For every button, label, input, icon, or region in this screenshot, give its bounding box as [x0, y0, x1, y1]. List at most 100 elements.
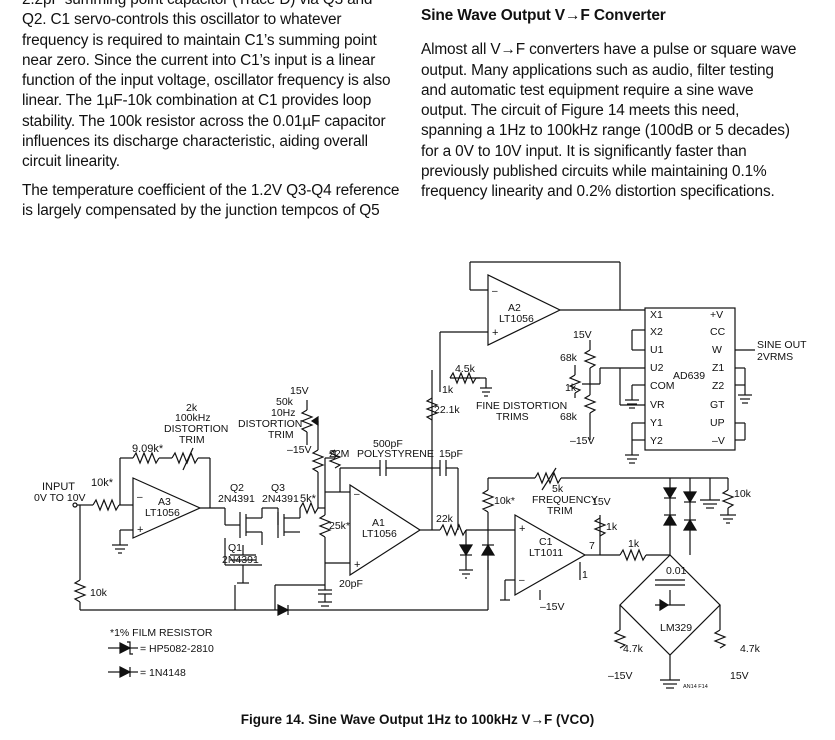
label-r-47k-a: 4.7k	[623, 643, 644, 655]
label-c-500p: 500pF	[373, 438, 403, 450]
schottky-diode-icon	[119, 642, 132, 654]
right-paragraph: Almost all V→F converters have a pulse o…	[421, 41, 797, 201]
label-r-25k: 25k*	[329, 520, 350, 532]
label-a3-part: LT1056	[145, 507, 180, 519]
label-a1-name: A1	[372, 517, 385, 529]
label-q2-part: 2N4391	[218, 493, 255, 505]
label-r-22k: 22k	[436, 513, 454, 525]
label-freq: FREQUENCY	[532, 494, 598, 506]
label-pin-w: W	[712, 344, 722, 356]
label-freq-trim: TRIM	[547, 505, 573, 517]
figure-caption: Figure 14. Sine Wave Output 1Hz to 100kH…	[240, 712, 595, 727]
label-pin-y2: Y2	[650, 435, 663, 447]
label-q1-name: Q1	[228, 542, 242, 554]
label-c1-part: LT1011	[529, 547, 563, 559]
label-vneg15-b: –15V	[570, 435, 595, 447]
label-an-code: AN14 F14	[683, 684, 708, 690]
label-pin-1: 1	[582, 569, 588, 581]
label-r-45k: 4.5k	[455, 363, 476, 375]
label-note-hp: = HP5082-2810	[140, 643, 214, 655]
label-q2-name: Q2	[230, 482, 244, 494]
label-input: INPUT	[42, 481, 75, 493]
label-pin-u2: U2	[650, 362, 664, 374]
label-fine-dist: FINE DISTORTION	[476, 400, 567, 412]
label-pin-x2: X2	[650, 326, 663, 338]
label-pin-z1: Z1	[712, 362, 724, 374]
label-pin-7: 7	[589, 540, 595, 552]
label-vneg15-a: –15V	[287, 444, 312, 456]
label-pin-vr: VR	[650, 399, 665, 411]
schematic-labels: INPUT 0V TO 10V 10k* 9.09k* 2k 100kHz DI…	[34, 286, 807, 690]
label-r-47k-b: 4.7k	[740, 643, 761, 655]
label-pin-nv: –V	[712, 435, 725, 447]
label-note-film: *1% FILM RESISTOR	[110, 627, 213, 639]
label-a2-plus: +	[492, 327, 498, 339]
label-q3-part: 2N4391	[262, 493, 299, 505]
label-lm329: LM329	[660, 622, 692, 634]
label-pin-gt: GT	[710, 399, 725, 411]
label-pot-dist: DISTORTION	[238, 418, 302, 430]
label-vneg15-c: –15V	[540, 601, 565, 613]
label-pot-10hz: 10Hz	[271, 407, 296, 419]
label-pin-y1: Y1	[650, 417, 663, 429]
label-pin-com: COM	[650, 380, 675, 392]
label-a1-minus: –	[354, 489, 360, 500]
legend-diode-symbols	[108, 641, 138, 678]
label-r-909: 9.09k*	[132, 443, 164, 455]
section-heading: Sine Wave Output V→F Converter	[421, 7, 666, 24]
label-r-10k-c: 10k*	[494, 495, 515, 507]
left-paragraph-2: The temperature coefficient of the 1.2V …	[22, 181, 400, 219]
label-c-20p: 20pF	[339, 578, 363, 590]
label-sine-out: SINE OUT	[757, 339, 807, 351]
label-fine-trims: TRIMS	[496, 411, 529, 423]
label-pin-up: UP	[710, 417, 725, 429]
schematic-wires	[72, 261, 755, 689]
label-a1-plus: +	[354, 559, 360, 571]
label-r-1k-b: 1k	[565, 382, 577, 394]
label-r-in: 10k*	[91, 477, 114, 489]
right-text-column: Sine Wave Output V→F Converter Almost al…	[421, 6, 799, 203]
label-trim-100k: 100kHz	[175, 412, 211, 424]
left-paragraph-1: 2.2pF summing point capacitor (Trace D) …	[22, 0, 391, 171]
label-r-5k: 5k*	[300, 493, 317, 505]
label-r-68k-a: 68k	[560, 352, 578, 364]
label-c-15p: 15pF	[439, 448, 463, 460]
label-a2-minus: –	[492, 286, 498, 297]
label-note-1n: = 1N4148	[140, 667, 186, 679]
label-a3-name: A3	[158, 496, 171, 508]
label-r-221k: 22.1k	[434, 404, 460, 416]
label-c1-name: C1	[539, 536, 553, 548]
left-text-column: 2.2pF summing point capacitor (Trace D) …	[22, 0, 400, 221]
label-c1-minus: –	[519, 575, 525, 586]
label-r-1k-d: 1k	[628, 538, 640, 550]
label-a3-minus: –	[137, 492, 143, 503]
label-v15-c: 15V	[592, 496, 611, 508]
label-pot-50k: 50k	[276, 396, 294, 408]
label-trim-dist: DISTORTION	[164, 423, 228, 435]
label-pin-cc: CC	[710, 326, 726, 338]
label-trim-word: TRIM	[179, 434, 205, 446]
label-a2-part: LT1056	[499, 313, 534, 325]
label-sine-rms: 2VRMS	[757, 351, 793, 363]
label-r-1k-c: 1k	[606, 521, 618, 533]
label-r-10k-right: 10k	[734, 488, 752, 500]
label-pin-x1: X1	[650, 309, 663, 321]
label-a1-part: LT1056	[362, 528, 397, 540]
label-a3-plus: +	[137, 524, 143, 536]
label-r-10k-bottom: 10k	[90, 587, 108, 599]
label-v15-a: 15V	[290, 385, 309, 397]
label-v15-d: 15V	[730, 670, 749, 682]
label-v15-b: 15V	[573, 329, 592, 341]
label-q3-name: Q3	[271, 482, 285, 494]
label-pin-pv: +V	[710, 309, 723, 321]
label-a2-name: A2	[508, 302, 521, 314]
label-pin-z2: Z2	[712, 380, 724, 392]
label-input-range: 0V TO 10V	[34, 492, 86, 504]
label-q1-part: 2N4391	[222, 554, 259, 566]
diode-icon	[119, 666, 132, 678]
label-vneg15-d: –15V	[608, 670, 633, 682]
label-r-22m: 22M	[329, 448, 349, 460]
label-pot-5k: 5k	[552, 483, 564, 495]
label-pot-trim: TRIM	[268, 429, 294, 441]
